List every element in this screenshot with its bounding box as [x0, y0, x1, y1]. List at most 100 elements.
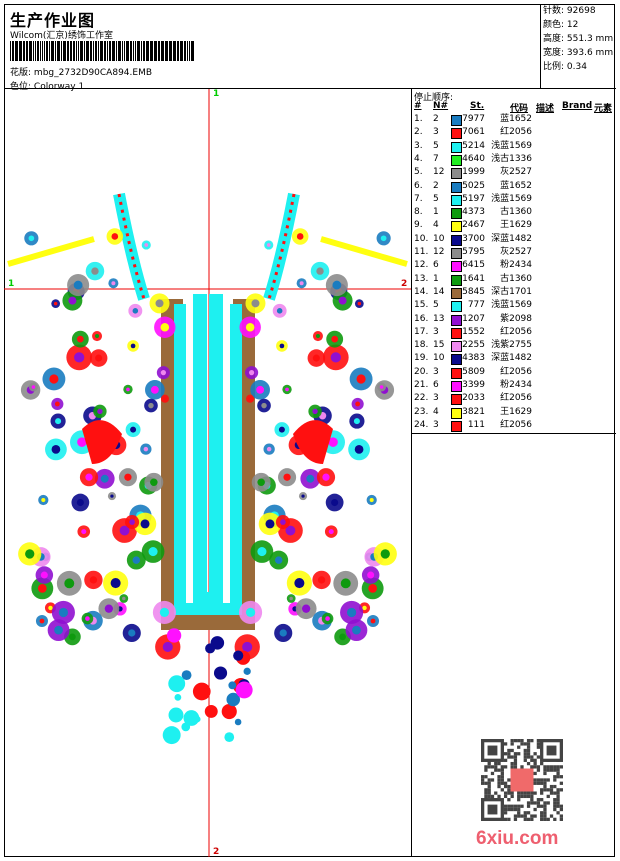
row-code: 浅紫2755	[491, 340, 532, 351]
row-stitches: 7061	[462, 127, 485, 138]
row-code: 红2056	[500, 326, 532, 337]
row-code: 粉2434	[500, 260, 532, 271]
row-stitches: 1999	[462, 167, 485, 178]
color-swatch	[451, 287, 462, 299]
row-index: 21.	[414, 380, 429, 390]
color-swatch	[451, 221, 462, 233]
stop-row: 2. 3 7061 红2056	[414, 126, 614, 140]
row-needle: 13	[433, 313, 445, 324]
row-needle: 5	[433, 140, 439, 151]
marker-right: 2	[401, 279, 408, 289]
row-code: 红2056	[500, 419, 532, 430]
color-swatch	[451, 194, 462, 206]
row-needle: 4	[433, 406, 439, 417]
file-value: mbg_2732D90CA894.EMB	[33, 68, 153, 78]
barcode	[10, 41, 200, 61]
stop-row: 8. 1 4373 古1360	[414, 206, 614, 220]
row-stitches: 4640	[462, 153, 485, 164]
row-needle: 15	[433, 340, 445, 351]
color-swatch	[451, 208, 462, 220]
row-code: 古1360	[500, 273, 532, 284]
color-swatch	[451, 314, 462, 326]
header: 生产作业图 Wilcom(汇京)绣饰工作室 花版: mbg_2732D90CA8…	[4, 4, 616, 92]
stop-row: 1. 2 7977 蓝1652	[414, 113, 614, 126]
row-stitches: 5197	[462, 193, 485, 204]
col-element: 元素	[594, 104, 613, 114]
color-swatch	[451, 381, 462, 392]
row-needle: 1	[433, 273, 439, 284]
row-code: 粉2434	[500, 380, 532, 390]
row-stitches: 5795	[462, 247, 485, 257]
row-stitches: 1641	[462, 273, 485, 284]
row-index: 6.	[414, 180, 423, 191]
row-needle: 6	[433, 260, 439, 271]
row-needle: 3	[433, 419, 439, 430]
row-stitches: 4383	[462, 353, 485, 364]
stop-row: 23. 4 3821 王1629	[414, 406, 614, 419]
row-code: 蓝1652	[500, 114, 532, 124]
col-index: #	[414, 101, 422, 111]
colorway-value: Colorway 1	[33, 82, 85, 92]
row-code: 王1629	[500, 406, 532, 417]
row-stitches: 7977	[462, 114, 485, 124]
color-swatch	[451, 341, 462, 353]
row-needle: 2	[433, 114, 439, 124]
colorway-label: 色位:	[10, 82, 32, 92]
row-code: 灰2527	[500, 247, 532, 257]
row-needle: 3	[433, 326, 439, 337]
watermark-logo: 6xiu.com	[476, 828, 559, 849]
marker-left: 1	[8, 279, 15, 289]
row-stitches: 3821	[462, 406, 485, 417]
color-swatch	[451, 128, 462, 140]
row-needle: 5	[433, 300, 439, 311]
stop-sequence-panel: 停止顺序: # N# St. 代码 描述 Brand 元素 1. 2 7977 …	[412, 89, 616, 434]
row-needle: 14	[433, 286, 445, 297]
stop-row: 3. 5 5214 浅蓝1569	[414, 140, 614, 153]
row-code: 红2056	[500, 366, 532, 377]
row-stitches: 3399	[462, 380, 485, 390]
row-needle: 5	[433, 193, 439, 204]
color-swatch	[451, 141, 462, 153]
row-index: 17.	[414, 326, 429, 337]
stop-row: 6. 2 5025 蓝1652	[414, 180, 614, 193]
color-swatch	[451, 115, 462, 126]
col-desc: 描述	[536, 104, 555, 114]
row-needle: 12	[433, 167, 445, 178]
row-code: 紫2098	[500, 313, 532, 324]
color-swatch	[451, 168, 462, 180]
color-swatch	[451, 420, 462, 432]
file-label: 花版:	[10, 68, 32, 78]
page-title: 生产作业图	[10, 11, 96, 30]
row-code: 灰2527	[500, 167, 532, 178]
stat-scale: 比例: 0.34	[543, 62, 587, 72]
row-code: 蓝1652	[500, 180, 532, 191]
stop-row: 10. 10 3700 深蓝1482	[414, 233, 614, 246]
color-swatch	[451, 234, 462, 246]
row-needle: 6	[433, 380, 439, 390]
row-stitches: 777	[467, 300, 485, 311]
stop-row: 5. 12 1999 灰2527	[414, 166, 614, 180]
row-index: 15.	[414, 300, 429, 311]
row-code: 浅蓝1569	[491, 140, 532, 151]
stat-colors: 颜色: 12	[543, 20, 579, 30]
stop-row: 21. 6 3399 粉2434	[414, 379, 614, 392]
row-needle: 10	[433, 233, 445, 244]
col-needle: N#	[433, 101, 449, 111]
col-brand: Brand	[562, 101, 593, 111]
row-index: 9.	[414, 220, 423, 231]
row-code: 古1360	[500, 207, 532, 218]
stop-row: 13. 1 1641 古1360	[414, 273, 614, 286]
row-stitches: 111	[467, 419, 485, 430]
stop-row: 19. 10 4383 深蓝1482	[414, 352, 614, 366]
marker-top: 1	[213, 89, 220, 99]
row-index: 22.	[414, 393, 429, 404]
row-code: 浅蓝1569	[491, 193, 532, 204]
row-stitches: 6415	[462, 260, 485, 271]
col-code: 代码	[510, 104, 529, 114]
row-index: 2.	[414, 127, 423, 138]
row-stitches: 5214	[462, 140, 485, 151]
design-preview	[4, 89, 412, 857]
sheet-border	[4, 4, 615, 857]
row-index: 7.	[414, 193, 423, 204]
stat-height: 高度: 551.3 mm	[543, 34, 614, 44]
